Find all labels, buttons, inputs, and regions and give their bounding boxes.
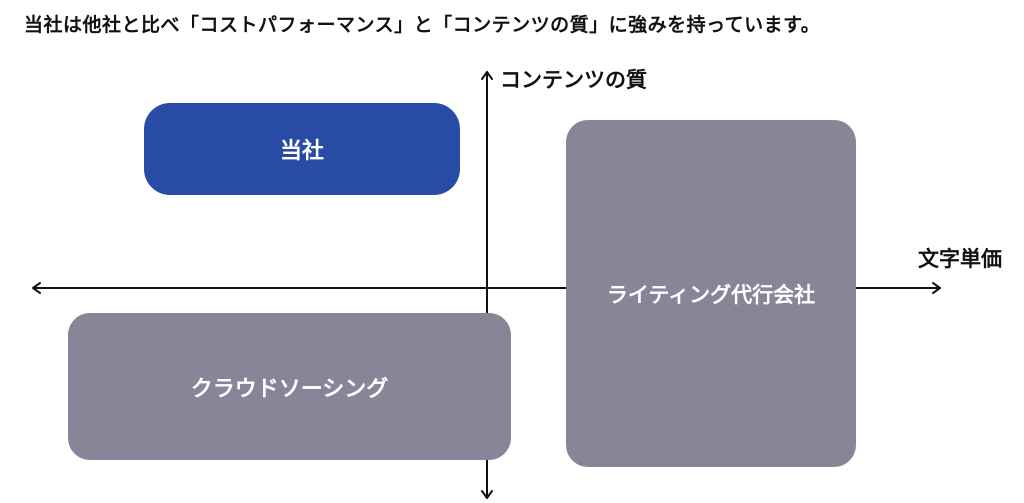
vertical-axis-top-arrow [481, 71, 493, 80]
horizontal-axis-label: 文字単価 [918, 247, 1002, 271]
crowdsourcing-box: クラウドソーシング [68, 313, 511, 460]
writing-agency-label: ライティング代行会社 [606, 282, 816, 307]
vertical-axis-label: コンテンツの質 [500, 68, 647, 92]
horizontal-axis-left-arrow [32, 282, 41, 294]
writing-agency-box: ライティング代行会社 [566, 120, 856, 467]
vertical-axis-bottom-arrow [481, 490, 493, 499]
crowdsourcing-label: クラウドソーシング [190, 376, 389, 402]
our-company-box: 当社 [144, 103, 460, 195]
headline: 当社は他社と比べ「コストパフォーマンス」と「コンテンツの質」に強みを持っています… [24, 14, 821, 36]
our-company-label: 当社 [279, 139, 324, 164]
horizontal-axis-right-arrow [932, 282, 941, 294]
